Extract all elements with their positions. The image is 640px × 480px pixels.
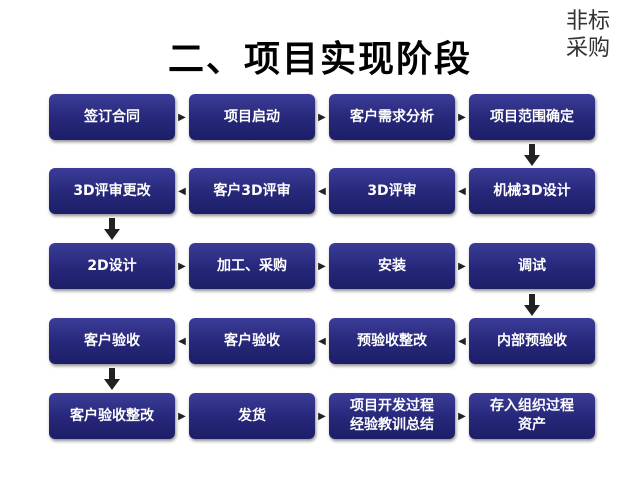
step-internal-pre-acceptance: 内部预验收 — [469, 318, 595, 364]
step-3d-review: 3D评审 — [329, 168, 455, 214]
step-customer-acceptance-b: 客户验收 — [189, 318, 315, 364]
brand-logo: 非标 采购 — [566, 8, 636, 62]
arrow-right-icon: ▶ — [178, 260, 186, 272]
arrow-down-icon — [524, 294, 540, 316]
step-commissioning: 调试 — [469, 243, 595, 289]
arrow-right-icon: ▶ — [178, 111, 186, 123]
step-scope-definition: 项目范围确定 — [469, 94, 595, 140]
arrow-left-icon: ◀ — [318, 335, 326, 347]
step-lessons-learned: 项目开发过程 经验教训总结 — [329, 393, 455, 439]
step-3d-review-change: 3D评审更改 — [49, 168, 175, 214]
arrow-left-icon: ◀ — [178, 185, 186, 197]
arrow-left-icon: ◀ — [318, 185, 326, 197]
arrow-left-icon: ◀ — [458, 185, 466, 197]
step-project-kickoff: 项目启动 — [189, 94, 315, 140]
arrow-right-icon: ▶ — [458, 410, 466, 422]
step-pre-acceptance-fix: 预验收整改 — [329, 318, 455, 364]
arrow-right-icon: ▶ — [318, 410, 326, 422]
arrow-left-icon: ◀ — [178, 335, 186, 347]
arrow-right-icon: ▶ — [178, 410, 186, 422]
arrow-right-icon: ▶ — [458, 111, 466, 123]
step-installation: 安装 — [329, 243, 455, 289]
arrow-down-icon — [524, 144, 540, 166]
arrow-down-icon — [104, 368, 120, 390]
arrow-right-icon: ▶ — [318, 111, 326, 123]
step-shipment: 发货 — [189, 393, 315, 439]
step-machining-purchasing: 加工、采购 — [189, 243, 315, 289]
arrow-right-icon: ▶ — [458, 260, 466, 272]
step-2d-design: 2D设计 — [49, 243, 175, 289]
step-archive-process-assets: 存入组织过程 资产 — [469, 393, 595, 439]
page-title: 二、项目实现阶段 — [167, 38, 472, 80]
step-customer-acceptance-a: 客户验收 — [49, 318, 175, 364]
step-mechanical-3d-design: 机械3D设计 — [469, 168, 595, 214]
arrow-left-icon: ◀ — [458, 335, 466, 347]
step-customer-3d-review: 客户3D评审 — [189, 168, 315, 214]
step-sign-contract: 签订合同 — [49, 94, 175, 140]
arrow-down-icon — [104, 218, 120, 240]
logo-line-2: 采购 — [566, 36, 611, 61]
logo-line-1: 非标 — [566, 9, 611, 34]
arrow-right-icon: ▶ — [318, 260, 326, 272]
step-customer-acceptance-fix: 客户验收整改 — [49, 393, 175, 439]
step-requirement-analysis: 客户需求分析 — [329, 94, 455, 140]
